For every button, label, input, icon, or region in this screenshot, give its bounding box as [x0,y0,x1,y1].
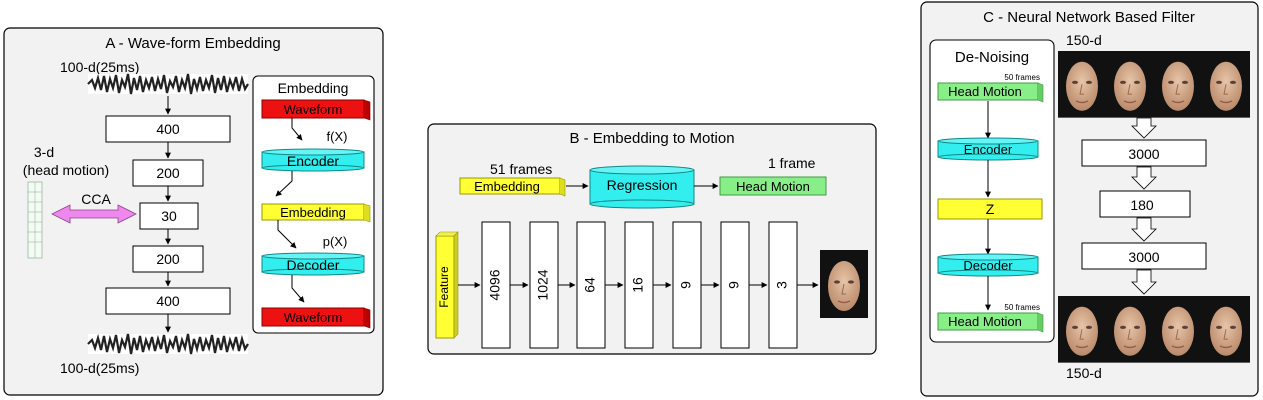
layer-a-3-label: 30 [161,208,177,224]
face-bottom-4 [1201,295,1251,364]
latent-z-label: Z [986,201,995,217]
px-label: p(X) [323,234,348,249]
layer-b-3-label: 64 [582,277,598,293]
panel-c: C - Neural Network Based Filter De-Noisi… [920,1,1259,397]
panel-c-title: C - Neural Network Based Filter [983,9,1195,26]
layer-a-3 [139,202,199,230]
dim-bottom-label: 150-d [1066,365,1102,381]
layer-b-5 [672,221,702,349]
layer-a-4 [132,245,204,273]
layer-b-7 [768,221,798,349]
waveform-top-block-label: Waveform [284,102,343,117]
side-label-line2: (head motion) [23,162,109,178]
layer-b-1-label: 4096 [487,269,503,300]
encoder-c-cylinder [937,137,1039,161]
layer-c-1-label: 3000 [1128,146,1159,162]
output-dim-label: 100-d(25ms) [60,360,139,376]
face-bottom-2 [1105,295,1155,364]
decoder-c-label: Decoder [963,258,1013,273]
encoder-cylinder [261,148,365,172]
head-motion-output-label: Head Motion [736,179,810,194]
frames-out-label: 1 frame [768,155,816,171]
frames-top-label: 50 frames [1004,73,1040,82]
layer-c-3 [1081,242,1207,270]
head-motion-bottom-label: Head Motion [948,314,1022,329]
layer-b-4 [624,221,654,349]
face-strip-bottom [1057,295,1251,364]
layer-a-1 [105,115,231,143]
layer-c-1 [1081,139,1207,167]
waveform-top-icon [87,73,249,95]
layer-b-3 [576,221,606,349]
head-motion-top-label: Head Motion [948,84,1022,99]
face-top-4 [1201,50,1251,119]
layer-a-2 [132,159,204,187]
embedding-box: Embedding Waveform f(X) Encoder Embeddin… [252,75,375,334]
face-top-2 [1105,50,1155,119]
frames-bottom-label: 50 frames [1004,303,1040,312]
layer-c-2-label: 180 [1130,197,1154,213]
feature-label: Feature [437,266,451,308]
layer-a-5-label: 400 [156,293,180,309]
layer-b-4-label: 16 [630,277,646,293]
encoder-c-label: Encoder [964,142,1013,157]
layer-b-7-label: 3 [774,281,790,289]
panel-b: B - Embedding to Motion 51 frames 1 fram… [427,123,877,355]
layer-c-3-label: 3000 [1128,249,1159,265]
panel-a-title: A - Wave-form Embedding [105,35,280,52]
dim-top-label: 150-d [1066,32,1102,48]
waveform-bottom-block-label: Waveform [284,310,343,325]
layer-b-6 [720,221,750,349]
denoising-title: De-Noising [955,49,1029,66]
cca-double-arrow-icon [51,204,137,224]
data-table-icon [27,181,43,259]
panel-b-title: B - Embedding to Motion [569,130,734,147]
cca-label: CCA [81,191,111,207]
latent-z-block [937,198,1043,220]
face-output-image [819,249,869,319]
panel-a: A - Wave-form Embedding 100-d(25ms) 400 … [3,27,384,396]
layer-a-2-label: 200 [156,165,180,181]
face-top-1 [1057,50,1107,119]
embedding-input-label: Embedding [474,179,540,194]
layer-b-5-label: 9 [678,281,694,289]
fx-label: f(X) [327,129,348,144]
embedding-block-label: Embedding [280,205,346,220]
frames-in-label: 51 frames [490,161,552,177]
regression-cylinder [589,165,695,209]
layer-b-2-label: 1024 [535,269,551,300]
face-bottom-1 [1057,295,1107,364]
face-top-3 [1153,50,1203,119]
side-label-line1: 3-d [34,144,54,160]
decoder-cylinder [261,252,365,276]
face-bottom-3 [1153,295,1203,364]
layer-a-5 [105,287,231,315]
face-strip-top [1057,50,1251,119]
layer-a-1-label: 400 [156,121,180,137]
input-dim-label: 100-d(25ms) [60,59,139,75]
layer-a-4-label: 200 [156,251,180,267]
regression-label: Regression [607,177,678,193]
waveform-bottom-icon [86,332,250,356]
layer-c-2 [1099,190,1191,218]
decoder-cylinder-label: Decoder [287,257,340,273]
head-motion-output-block [719,176,827,196]
layer-b-6-label: 9 [726,281,742,289]
encoder-cylinder-label: Encoder [287,153,339,169]
layer-b-1 [481,221,511,349]
embedding-box-title: Embedding [278,80,349,96]
